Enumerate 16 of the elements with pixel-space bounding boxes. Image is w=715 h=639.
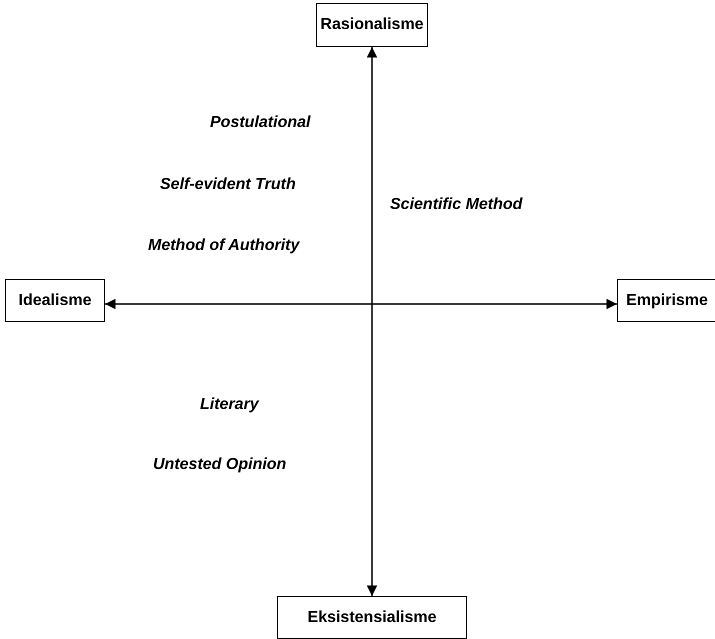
quadrant-label: Method of Authority bbox=[148, 237, 300, 255]
term-label: Rasionalisme bbox=[320, 16, 424, 34]
term-box bbox=[5, 279, 105, 322]
quadrant-label: Postulational bbox=[210, 114, 310, 132]
term-label: Idealisme bbox=[18, 292, 92, 310]
axis-arrow bbox=[366, 47, 378, 596]
axis-arrow bbox=[105, 298, 617, 310]
term-box bbox=[316, 3, 428, 47]
term-label: Empirisme bbox=[626, 292, 708, 310]
term-label: Eksistensialisme bbox=[308, 608, 436, 626]
quadrant-label: Untested Opinion bbox=[153, 456, 286, 474]
quadrant-label: Literary bbox=[200, 396, 259, 414]
term-box bbox=[617, 279, 715, 322]
quadrant-label: Scientific Method bbox=[390, 196, 522, 214]
term-box bbox=[277, 596, 467, 639]
quadrant-label: Self-evident Truth bbox=[160, 176, 296, 194]
